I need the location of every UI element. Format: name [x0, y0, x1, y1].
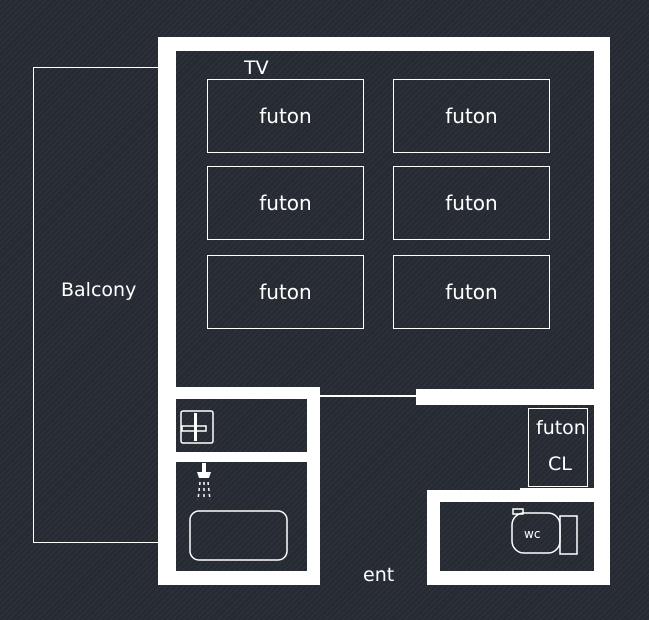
door-line [320, 395, 416, 397]
futon-4: futon [393, 166, 550, 240]
futon-label: futon [445, 191, 498, 215]
entrance-label: ent [363, 564, 395, 586]
wall-right [594, 37, 610, 585]
closet [528, 408, 588, 487]
wall-mid-right [416, 389, 594, 405]
futon-1: futon [207, 79, 364, 153]
futon-label: futon [259, 191, 312, 215]
futon-6: futon [393, 255, 550, 329]
futon-label: futon [259, 280, 312, 304]
futon-label: futon [445, 104, 498, 128]
futon-label: futon [445, 280, 498, 304]
wall-bath-right [307, 387, 320, 585]
wc-label: wc [524, 527, 541, 541]
wall-mid-left [176, 387, 320, 399]
wall-top [158, 37, 610, 51]
wall-left [158, 37, 176, 585]
futon-5: futon [207, 255, 364, 329]
balcony-label: Balcony [61, 279, 137, 301]
toilet-icon [511, 508, 578, 555]
wall-bottom-left [158, 571, 320, 585]
wall-bath-divider [176, 452, 320, 462]
wall-closet-bottom [520, 488, 594, 494]
closet-futon-label: futon [536, 417, 586, 439]
bathtub-icon [189, 510, 288, 561]
shower-icon [197, 463, 211, 501]
futon-2: futon [393, 79, 550, 153]
closet-label: CL [548, 453, 572, 475]
futon-3: futon [207, 166, 364, 240]
tv-label: TV [244, 57, 269, 79]
sink-icon [180, 410, 214, 444]
futon-label: futon [259, 104, 312, 128]
wall-wc-left [427, 490, 440, 585]
wall-bottom-right [427, 571, 610, 585]
